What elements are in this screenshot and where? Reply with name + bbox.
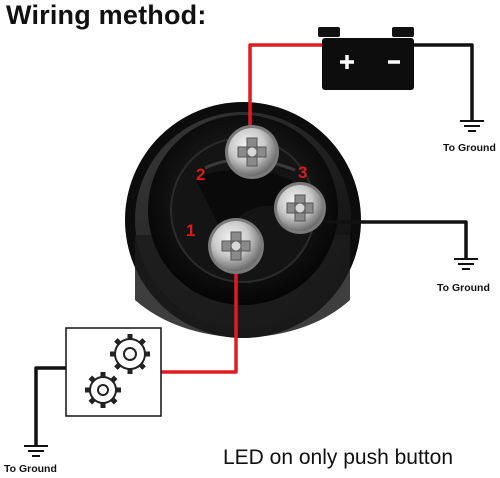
ground-label-battery: To Ground bbox=[443, 142, 496, 154]
gears-icon bbox=[110, 334, 150, 374]
terminal-screw-3 bbox=[274, 182, 326, 234]
wire-load-to-ground bbox=[34, 366, 66, 445]
pin-label-3: 3 bbox=[298, 163, 307, 182]
pin-label-1: 1 bbox=[186, 221, 195, 240]
battery-icon bbox=[318, 27, 414, 90]
terminal-screw-2 bbox=[225, 125, 279, 179]
diagram-title: Wiring method: bbox=[6, 0, 207, 30]
wire-pin2-to-battery-plus bbox=[248, 43, 322, 150]
wire-pin1-to-load bbox=[160, 265, 238, 374]
positive-wires bbox=[160, 43, 322, 374]
caption: LED on only push button bbox=[223, 446, 453, 469]
ground-symbol-icon bbox=[460, 120, 484, 132]
load-device bbox=[65, 327, 162, 417]
ground-label-pin3: To Ground bbox=[437, 282, 490, 294]
ground-label-load: To Ground bbox=[4, 463, 57, 475]
ground-wires bbox=[34, 43, 474, 445]
gears-icon bbox=[85, 372, 121, 408]
pin-label-2: 2 bbox=[196, 165, 205, 184]
ground-symbol-icon bbox=[24, 445, 48, 457]
wire-pin3-to-ground bbox=[325, 220, 468, 258]
wire-battery-minus-to-ground bbox=[414, 43, 474, 120]
ground-symbol-icon bbox=[454, 258, 478, 270]
terminal-screw-1 bbox=[208, 218, 264, 274]
